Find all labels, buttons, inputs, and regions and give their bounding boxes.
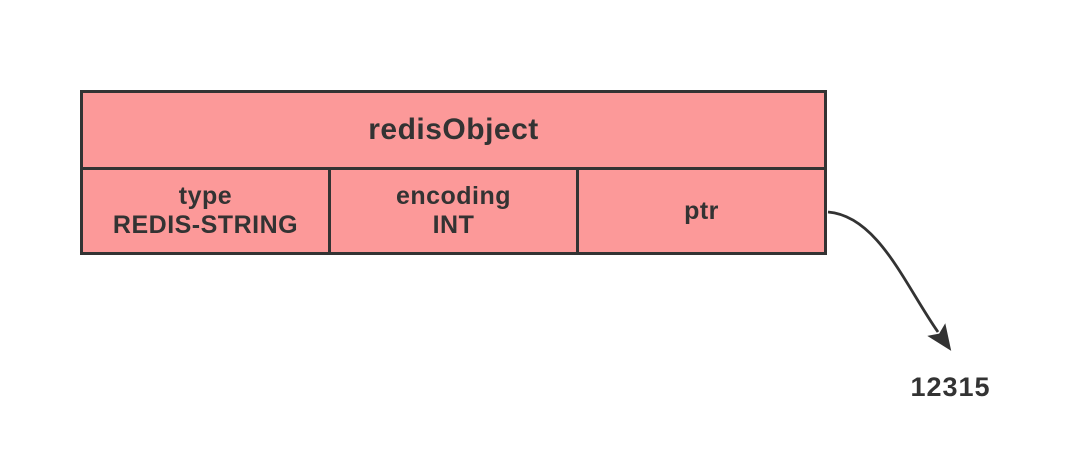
fields-row: type REDIS-STRING encoding INT ptr: [83, 170, 824, 252]
encoding-field-label: encoding: [395, 182, 512, 210]
cell-type: type REDIS-STRING: [83, 170, 331, 252]
type-field-label: type: [178, 182, 233, 210]
encoding-field-value: INT: [432, 211, 475, 239]
type-field-value: REDIS-STRING: [112, 211, 299, 239]
cell-encoding: encoding INT: [331, 170, 579, 252]
cell-ptr: ptr: [579, 170, 824, 252]
pointer-target-value: 12315: [910, 372, 991, 402]
ptr-field-label: ptr: [684, 196, 719, 225]
redis-object-table: redisObject type REDIS-STRING encoding I…: [80, 90, 827, 255]
redis-object-title: redisObject: [83, 93, 824, 170]
